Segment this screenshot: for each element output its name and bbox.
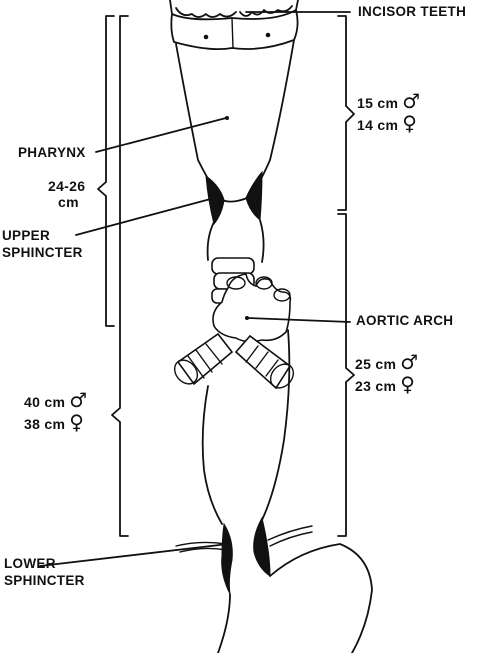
upper-female-value: 14 cm xyxy=(357,117,399,133)
middle-male-measurement: 25 cm♂ xyxy=(355,352,418,372)
pharynx-length-bracket xyxy=(97,15,115,327)
stomach xyxy=(175,525,373,653)
upper-sphincter-label-line1: UPPER xyxy=(2,228,51,243)
upper-female-measurement: 14 cm♀ xyxy=(357,113,417,133)
incisor-teeth xyxy=(169,0,299,51)
middle-female-value: 23 cm xyxy=(355,378,397,394)
aortic-arch xyxy=(212,273,292,343)
total-female-measurement: 38 cm♀ xyxy=(24,412,84,432)
lower-sphincter xyxy=(221,516,271,595)
pharynx-length-unit: cm xyxy=(58,194,79,210)
pharynx-outline xyxy=(175,39,295,193)
total-male-measurement: 40 cm♂ xyxy=(24,390,87,410)
lower-sphincter-label-line1: LOWER xyxy=(4,556,56,571)
leader-lines xyxy=(39,11,351,567)
middle-male-value: 25 cm xyxy=(355,356,397,372)
lower-segment-bracket xyxy=(337,213,355,537)
upper-segment-bracket xyxy=(337,15,355,211)
male-symbol-icon: ♂ xyxy=(69,388,88,412)
left-bronchus xyxy=(173,332,234,386)
male-symbol-icon: ♂ xyxy=(402,89,421,113)
total-female-value: 38 cm xyxy=(24,416,66,432)
middle-esophagus xyxy=(201,329,291,525)
male-symbol-icon: ♂ xyxy=(400,350,419,374)
upper-male-measurement: 15 cm♂ xyxy=(357,91,420,111)
incisor-teeth-label: INCISOR TEETH xyxy=(358,4,467,19)
upper-esophagus xyxy=(206,219,265,263)
female-symbol-icon: ♀ xyxy=(400,372,416,396)
pharynx-length-value: 24-26 xyxy=(48,178,86,194)
female-symbol-icon: ♀ xyxy=(402,111,418,135)
upper-sphincter xyxy=(205,170,263,226)
upper-male-value: 15 cm xyxy=(357,95,399,111)
pharynx-label: PHARYNX xyxy=(18,145,86,160)
lower-sphincter-label-line2: SPHINCTER xyxy=(4,573,85,588)
upper-sphincter-label-line2: SPHINCTER xyxy=(2,245,83,260)
total-male-value: 40 cm xyxy=(24,394,66,410)
total-length-bracket xyxy=(111,15,129,537)
female-symbol-icon: ♀ xyxy=(69,410,85,434)
middle-female-measurement: 23 cm♀ xyxy=(355,374,415,394)
aortic-arch-label: AORTIC ARCH xyxy=(356,313,454,328)
